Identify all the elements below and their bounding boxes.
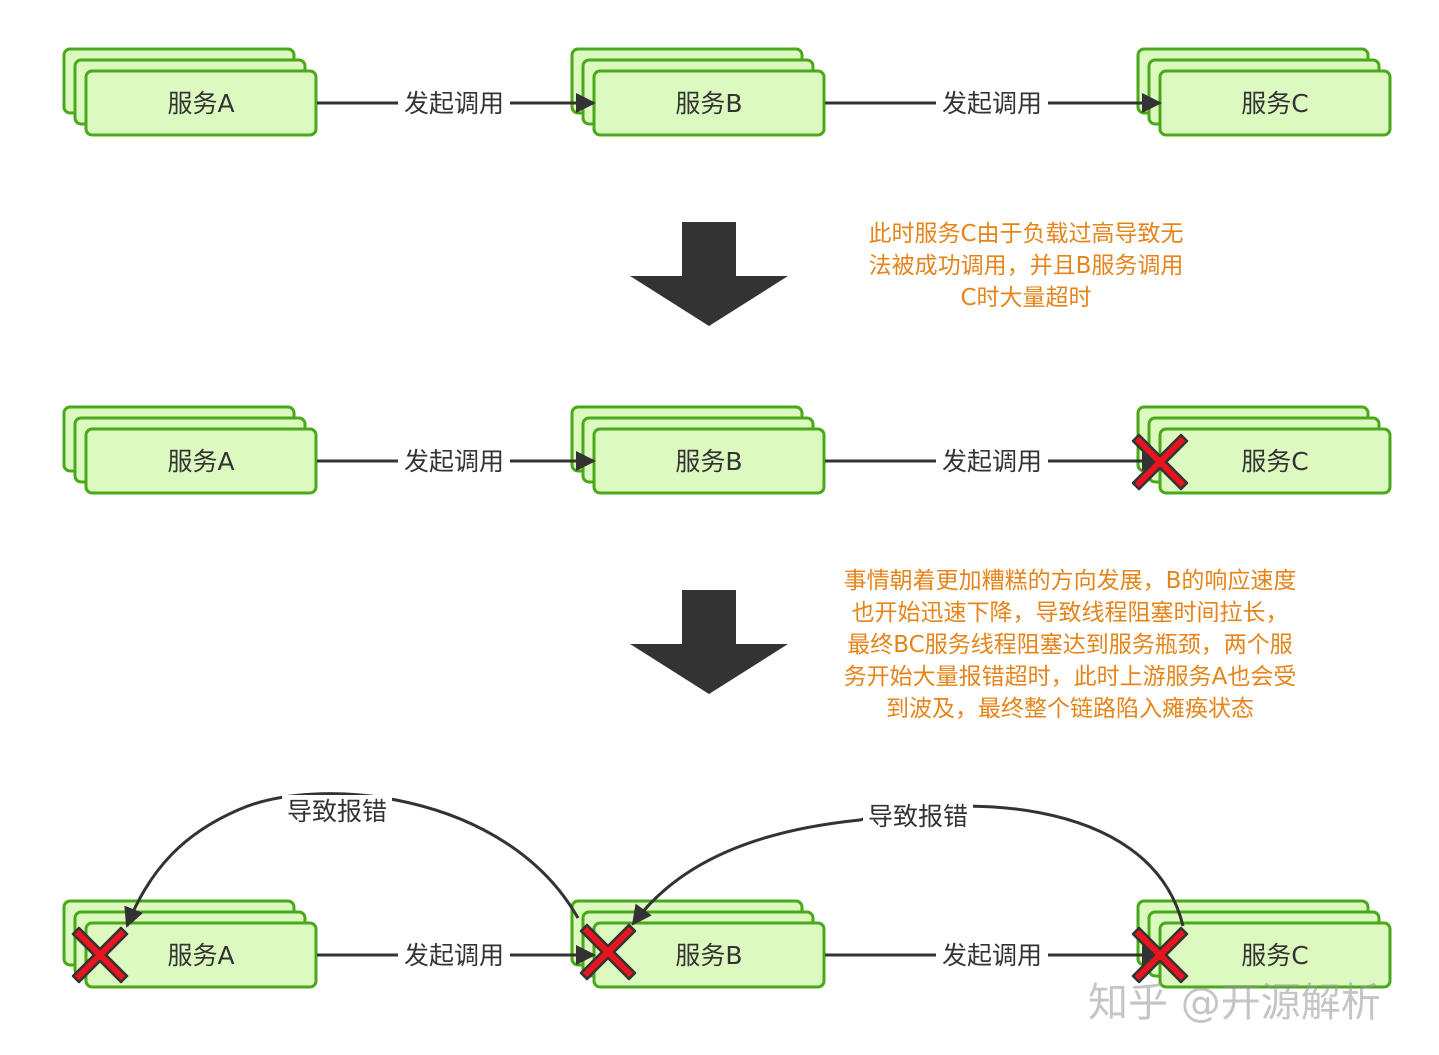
failure-x-icon [1131,926,1189,984]
stage-1: 服务A 服务B 服务C 发起调用 发起调用 [62,47,1392,137]
call-label: 发起调用 [942,89,1042,118]
call-edge-b-c: 发起调用 [825,938,1162,972]
down-arrow-icon [630,590,788,694]
call-edge-b-c: 发起调用 [825,86,1162,120]
call-edge-a-b: 发起调用 [317,444,596,478]
service-a-box: 服务A [62,47,318,137]
service-c-box: 服务C [1136,405,1392,495]
note-line: 务开始大量报错超时，此时上游服务A也会受 [843,664,1297,690]
service-c-label: 服务C [1241,941,1308,970]
note-line: 此时服务C由于负载过高导致无 [868,221,1184,247]
service-b-label: 服务B [675,941,742,970]
call-label: 发起调用 [942,447,1042,476]
service-b-box: 服务B [570,47,826,137]
note-line: 也开始迅速下降，导致线程阻塞时间拉长， [851,600,1289,626]
error-label: 导致报错 [868,802,968,831]
call-edge-a-b: 发起调用 [317,86,596,120]
failure-x-icon [579,923,637,981]
note-line: 事情朝着更加糟糕的方向发展，B的响应速度 [843,568,1297,594]
note-stage-3: 事情朝着更加糟糕的方向发展，B的响应速度 也开始迅速下降，导致线程阻塞时间拉长，… [800,565,1340,725]
error-edge-b-a: 导致报错 [124,792,580,928]
note-stage-2: 此时服务C由于负载过高导致无 法被成功调用，并且B服务调用 C时大量超时 [826,218,1226,314]
service-c-label: 服务C [1241,89,1308,118]
service-b-box: 服务B [570,899,826,989]
error-edge-c-b: 导致报错 [631,800,1185,927]
service-a-box: 服务A [62,899,318,989]
note-line: 最终BC服务线程阻塞达到服务瓶颈，两个服 [847,632,1293,658]
error-label: 导致报错 [287,797,387,826]
note-line: 到波及，最终整个链路陷入瘫痪状态 [886,696,1254,722]
service-a-label: 服务A [167,89,234,118]
service-b-label: 服务B [675,447,742,476]
note-line: C时大量超时 [960,285,1092,311]
call-label: 发起调用 [404,89,504,118]
service-b-label: 服务B [675,89,742,118]
failure-x-icon [71,926,129,984]
call-edge-a-b: 发起调用 [317,938,596,972]
call-label: 发起调用 [404,941,504,970]
service-b-box: 服务B [570,405,826,495]
service-a-label: 服务A [167,447,234,476]
stage-3: 服务A 服务B 服务C 发起调用 发起调用 导致报错 [62,792,1392,989]
service-c-box: 服务C [1136,899,1392,989]
service-c-box: 服务C [1136,47,1392,137]
watermark: 知乎 @开源解析 [1088,980,1381,1026]
call-label: 发起调用 [404,447,504,476]
service-a-label: 服务A [167,941,234,970]
call-edge-b-c: 发起调用 [825,444,1162,478]
stage-2: 服务A 服务B 服务C 发起调用 发起调用 [62,405,1392,495]
failure-x-icon [1131,433,1189,491]
call-label: 发起调用 [942,941,1042,970]
service-a-box: 服务A [62,405,318,495]
service-c-label: 服务C [1241,447,1308,476]
down-arrow-icon [630,222,788,326]
note-line: 法被成功调用，并且B服务调用 [868,253,1184,279]
